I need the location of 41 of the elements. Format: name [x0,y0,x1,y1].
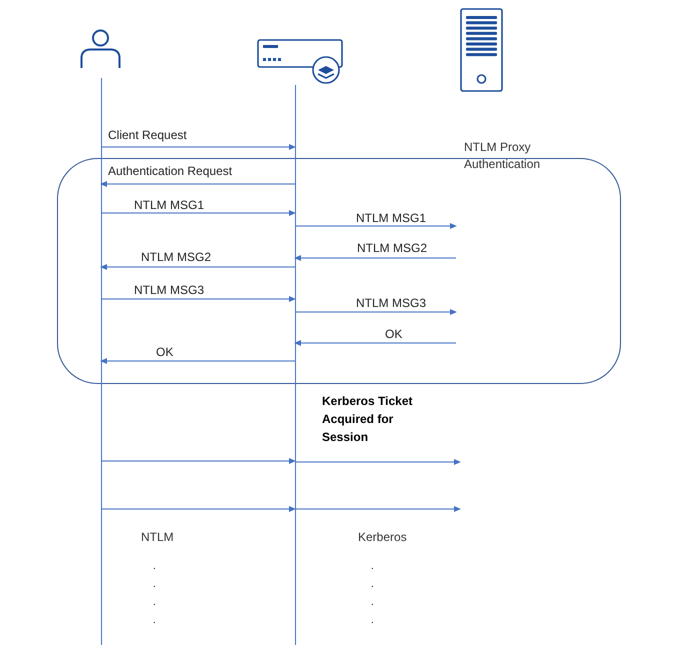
ellipsis-dot: . [153,561,156,573]
message-arrow [100,358,296,364]
message-label: NTLM MSG2 [141,250,212,265]
ellipsis-dot: . [371,615,374,627]
lifeline [294,85,296,645]
protocol-label: NTLM [141,530,174,545]
note-text: Kerberos Ticket Acquired for Session [322,393,414,446]
lifeline [100,78,102,645]
ellipsis-dot: . [371,561,374,573]
message-label: NTLM MSG1 [134,198,204,213]
ellipsis-dot: . [153,579,156,591]
message-label: NTLM MSG2 [357,241,428,256]
message-label: OK [385,327,402,342]
message-arrow [294,506,461,512]
message-arrow [100,296,296,302]
ellipsis-dot: . [153,597,156,609]
message-label: Authentication Request [108,164,232,179]
message-arrow [294,340,456,346]
message-arrow [100,458,296,464]
ellipsis-dot: . [371,579,374,591]
ellipsis-dot: . [153,615,156,627]
ellipsis-dot: . [371,597,374,609]
message-arrow [100,506,296,512]
proxy-appliance-icon [257,39,344,85]
message-arrow [100,180,296,188]
user-icon [80,28,121,69]
server-icon [460,8,503,92]
message-label: NTLM MSG3 [356,296,426,311]
message-arrow [100,210,296,216]
message-label: Client Request [108,128,187,143]
message-arrow [294,222,457,230]
fragment-label: NTLM Proxy Authentication [464,139,542,173]
protocol-label: Kerberos [358,530,407,545]
message-label: NTLM MSG1 [356,211,426,226]
message-arrow [294,254,456,262]
message-arrow [294,308,457,316]
message-arrow [100,144,296,150]
message-arrow [294,458,461,466]
message-label: OK [156,345,174,360]
message-label: NTLM MSG3 [134,283,204,298]
message-arrow [100,264,296,270]
